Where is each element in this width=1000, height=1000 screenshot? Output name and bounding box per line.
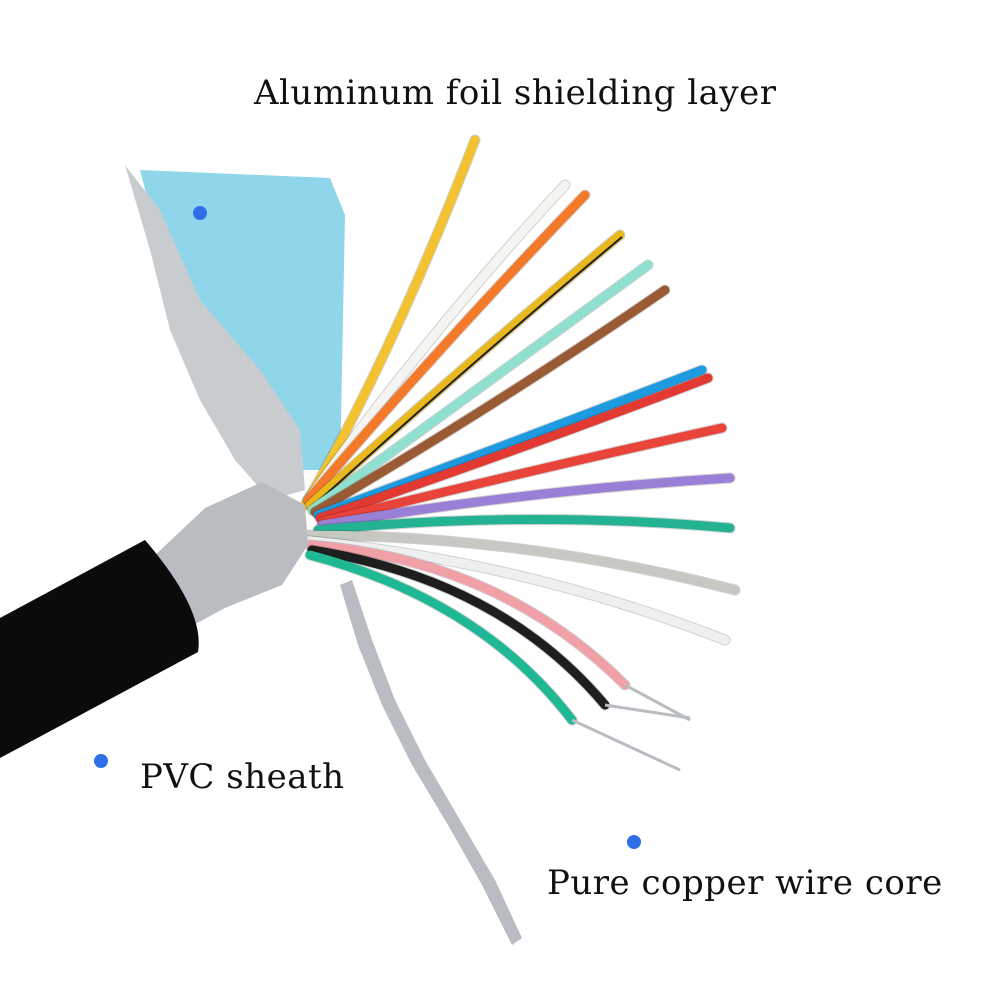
pink-wire (305, 540, 630, 690)
teal-wire (313, 514, 735, 535)
yellow-wire (300, 135, 480, 510)
core-marker-dot (627, 835, 641, 849)
exposed-copper-strand-1 (604, 703, 691, 720)
purple-wire (317, 473, 735, 530)
foil-silver-crumple (125, 165, 305, 500)
sheath-marker-dot (94, 754, 108, 768)
drain-wire-strand (340, 580, 522, 945)
yellow-black-wire-stripe (311, 236, 623, 508)
exposed-copper-strand-2 (571, 718, 681, 772)
black-wire (307, 545, 610, 710)
wire-bundle (294, 134, 741, 772)
aluminum-foil-label: Aluminum foil shielding layer (254, 73, 777, 113)
orange-wire (303, 190, 590, 505)
pvc-sheath (0, 540, 199, 758)
braided-shield (150, 482, 522, 945)
aqua-wire (307, 260, 653, 515)
red-wire-2 (317, 423, 727, 527)
brown-wire (310, 285, 670, 517)
red-wire (315, 373, 713, 523)
braided-copper-shield (150, 482, 308, 628)
yellow-black-wire (305, 230, 625, 510)
foil-blue-sheet (140, 170, 345, 470)
white-wire (303, 180, 570, 505)
foil-marker-dot (193, 206, 207, 220)
gray-wire (300, 530, 740, 595)
exposed-copper-strand-3 (624, 683, 691, 722)
pvc-sheath-label: PVC sheath (140, 757, 345, 797)
blue-wire (313, 365, 707, 520)
green-wire (305, 550, 577, 725)
aluminum-foil-layer (125, 165, 345, 500)
copper-core-label: Pure copper wire core (547, 863, 943, 903)
